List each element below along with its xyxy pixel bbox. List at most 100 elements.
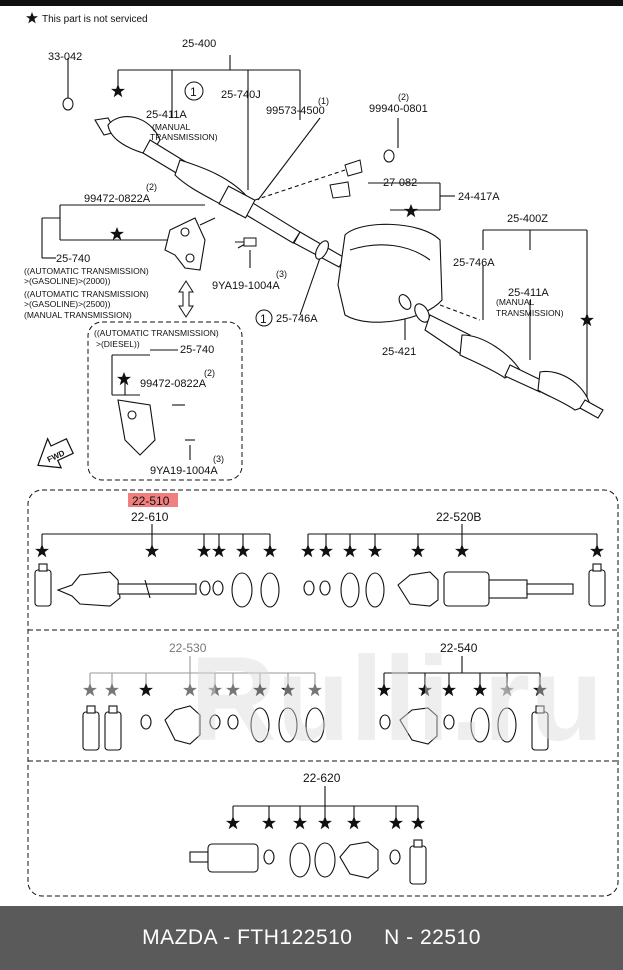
ref-circle: 1 [184, 81, 204, 101]
callout-labels: 33-042 25-400 25-740J (1) 99573-4500 25-… [24, 38, 564, 358]
svg-text:(1): (1) [318, 96, 329, 106]
fwd-arrow: FWD [37, 437, 74, 469]
transmission [337, 223, 443, 323]
star-icon [411, 544, 425, 558]
star-icon [117, 372, 131, 386]
svg-text:99472-0822A: 99472-0822A [84, 193, 151, 205]
svg-text:33-042: 33-042 [48, 51, 82, 63]
not-serviced-note: This part is not serviced [26, 12, 148, 25]
svg-text:24-417A: 24-417A [458, 191, 500, 203]
svg-text:25-740: 25-740 [180, 344, 214, 356]
svg-text:9YA19-1004A: 9YA19-1004A [150, 465, 218, 477]
diesel-bracket-box: ((AUTOMATIC TRANSMISSION) >(DIESEL)) 25-… [87, 321, 243, 481]
kit-22530-parts [82, 705, 325, 751]
svg-text:(2): (2) [398, 92, 409, 102]
star-icon [226, 683, 240, 697]
svg-text:>(DIESEL)): >(DIESEL)) [96, 339, 140, 349]
svg-text:((AUTOMATIC TRANSMISSION): ((AUTOMATIC TRANSMISSION) [24, 289, 149, 299]
footer-spacer [352, 926, 384, 950]
svg-text:27-082: 27-082 [383, 177, 417, 189]
svg-text:TRANSMISSION): TRANSMISSION) [150, 132, 218, 142]
star-icon [590, 544, 604, 558]
kit-22620-label: 22-620 [303, 771, 341, 785]
bolt-99940 [383, 149, 395, 163]
kit-22610-label: 22-610 [131, 510, 169, 524]
svg-text:99940-0801: 99940-0801 [369, 103, 428, 115]
svg-text:(2): (2) [146, 182, 157, 192]
kit-22530-label: 22-530 [169, 641, 207, 655]
kit-22620-parts [189, 839, 427, 885]
star-icon [455, 544, 469, 558]
svg-text:99573-4500: 99573-4500 [266, 105, 325, 117]
svg-text:25-740: 25-740 [56, 253, 90, 265]
svg-text:((AUTOMATIC TRANSMISSION): ((AUTOMATIC TRANSMISSION) [94, 328, 219, 338]
svg-text:(MANUAL TRANSMISSION): (MANUAL TRANSMISSION) [24, 310, 132, 320]
svg-text:((AUTOMATIC TRANSMISSION): ((AUTOMATIC TRANSMISSION) [24, 266, 149, 276]
star-icon [347, 816, 361, 830]
svg-text:>(GASOLINE)>(2000)): >(GASOLINE)>(2000)) [24, 276, 111, 286]
star-icon [442, 683, 456, 697]
star-icon [145, 544, 159, 558]
star-icon [389, 816, 403, 830]
star-icon [473, 683, 487, 697]
svg-text:(MANUAL: (MANUAL [496, 297, 535, 307]
star-icon [293, 816, 307, 830]
svg-text:25-746A: 25-746A [276, 313, 318, 325]
clips-27082 [329, 159, 363, 199]
top-border [0, 0, 623, 6]
bearing-bracket [164, 217, 253, 271]
svg-text:TRANSMISSION): TRANSMISSION) [496, 308, 564, 318]
kit-stars-row3 [226, 816, 425, 830]
svg-text:(2): (2) [204, 368, 215, 378]
kit-stars-row1 [35, 544, 604, 558]
bolt-9ya19 [235, 237, 257, 247]
star-icon [26, 12, 38, 24]
kits-outline [27, 489, 619, 897]
star-icon [377, 683, 391, 697]
left-drive-shaft [94, 116, 346, 268]
star-icon [105, 683, 119, 697]
star-icon [318, 816, 332, 830]
kit-22520b-parts [303, 563, 606, 608]
star-icon [343, 544, 357, 558]
right-drive-shaft [398, 294, 604, 419]
star-icon [418, 683, 432, 697]
nut-33042 [62, 97, 74, 111]
star-icon [533, 683, 547, 697]
svg-text:(3): (3) [276, 269, 287, 279]
svg-text:>(GASOLINE)>(2500)): >(GASOLINE)>(2500)) [24, 299, 111, 309]
star-icon [411, 816, 425, 830]
star-icon [139, 683, 153, 697]
star-icon [83, 683, 97, 697]
star-icon [308, 683, 322, 697]
kit-22540-label: 22-540 [440, 641, 478, 655]
svg-text:25-746A: 25-746A [453, 257, 495, 269]
kit-22520b-label: 22-520B [436, 510, 481, 524]
star-icon [368, 544, 382, 558]
star-icon [253, 683, 267, 697]
star-icon [281, 683, 295, 697]
star-icon [212, 544, 226, 558]
kit-22510-label: 22-510 [132, 494, 170, 508]
star-icon [35, 544, 49, 558]
kit-stars-row2 [83, 683, 547, 697]
svg-text:9YA19-1004A: 9YA19-1004A [212, 280, 280, 292]
star-icon [226, 816, 240, 830]
svg-text:25-411A: 25-411A [146, 109, 187, 121]
star-icon [319, 544, 333, 558]
parts-diagram: This part is not serviced [24, 12, 619, 897]
star-icon [236, 544, 250, 558]
footer-number: N - 22510 [384, 926, 481, 949]
note-text: This part is not serviced [42, 14, 148, 25]
svg-text:25-421: 25-421 [382, 346, 416, 358]
star-icon [197, 544, 211, 558]
svg-text:(3): (3) [213, 454, 224, 464]
star-icon [404, 204, 418, 218]
kit-22610-parts [34, 563, 280, 608]
ref-circle: 1 [255, 309, 273, 327]
svg-text:1: 1 [260, 312, 267, 326]
svg-text:99472-0822A: 99472-0822A [140, 378, 207, 390]
svg-text:25-400: 25-400 [182, 38, 216, 50]
svg-text:1: 1 [190, 85, 197, 99]
double-arrow-icon [178, 280, 194, 318]
